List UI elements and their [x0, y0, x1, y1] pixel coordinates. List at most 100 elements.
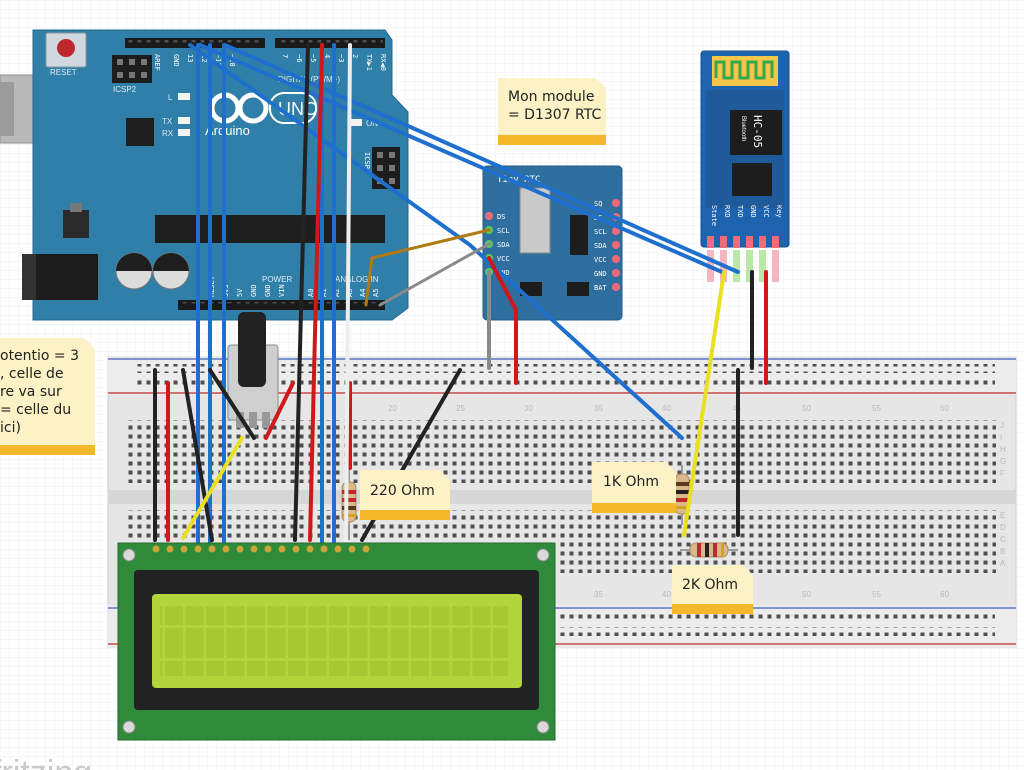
power-label: POWER — [262, 275, 292, 284]
pin-label-2: 2 — [351, 54, 359, 58]
row-letter: H — [1000, 445, 1006, 454]
pot-leg — [249, 412, 257, 428]
col-num: 55 — [872, 404, 881, 413]
rtc-pin-sda: SDA — [497, 241, 510, 249]
antenna-icon — [714, 60, 774, 80]
note-strip — [592, 503, 676, 513]
col-num: 40 — [662, 404, 671, 413]
wire-blue — [188, 43, 684, 440]
note-pot-line: = celle du — [0, 402, 71, 418]
col-num: 20 — [388, 404, 397, 413]
row-letter: J — [1000, 421, 1004, 430]
hc05-pin-state: State — [710, 205, 718, 226]
row-letter: G — [1000, 457, 1006, 466]
pin-label-a3: A3 — [346, 289, 354, 297]
rtc-rpin: BAT — [594, 284, 607, 292]
led-tx — [178, 117, 190, 124]
note-2k-ohm: 2K Ohm — [672, 565, 753, 614]
analog-header-holes — [305, 302, 383, 308]
digital-header-holes-right — [277, 40, 383, 46]
pot-leg — [262, 412, 270, 428]
wire-yellow — [682, 270, 726, 537]
row-letter: A — [1000, 559, 1006, 568]
pin-label-3: ~3 — [337, 54, 345, 62]
dc-jack-edge — [22, 254, 36, 300]
reset-label: RESET — [50, 68, 77, 77]
hc05-pin-vcc: VCC — [762, 205, 770, 218]
note-bg — [592, 462, 676, 505]
note-strip — [360, 510, 450, 520]
pin-label-a2: A2 — [333, 289, 341, 297]
regulator-tab — [70, 203, 82, 212]
hc05-subtitle: Bluetooth — [740, 116, 746, 141]
power-header-holes — [180, 302, 298, 308]
led-tx-label: TX — [162, 117, 173, 126]
rtc-pin-vcc: VCC — [497, 255, 510, 263]
pin-label-11: ~11 — [214, 54, 222, 67]
arduino-logo-text: Arduino — [205, 123, 250, 138]
lcd-mount-hole — [122, 548, 136, 562]
hc05-name: HC-05 — [751, 115, 764, 148]
led-on — [350, 119, 362, 126]
note-rtc-line1: Mon module — [508, 89, 594, 105]
wire-white — [344, 43, 352, 542]
note-pot-line: , celle de — [0, 366, 64, 382]
note-bg — [0, 338, 95, 448]
fritzing-watermark: fritzing — [0, 754, 92, 770]
rtc-pin-ds: DS — [497, 213, 505, 221]
rtc-crystal — [519, 187, 551, 254]
resistor-1k — [674, 465, 690, 525]
wire-red — [264, 381, 295, 440]
rtc-chip-1 — [520, 282, 542, 296]
digital-header-holes-left — [127, 40, 263, 46]
col-num: 50 — [802, 404, 811, 413]
lcd-mount-hole — [536, 720, 550, 734]
resistor-2k — [680, 542, 738, 558]
note-strip — [498, 135, 606, 145]
pot-knob[interactable] — [238, 312, 266, 387]
usb-chip — [126, 118, 154, 146]
row-letter: I — [1000, 433, 1002, 442]
pin-label-gnd2: GND — [264, 284, 272, 297]
potentiometer — [227, 312, 279, 428]
col-num: 50 — [802, 590, 811, 599]
wire-black — [181, 368, 214, 542]
pin-label-aref: AREF — [153, 54, 161, 71]
pin-label-a5: A5 — [372, 289, 380, 297]
pin-label-gnd: GND — [172, 54, 180, 67]
wire-blue — [223, 43, 740, 274]
note-1k-text: 1K Ohm — [603, 474, 659, 490]
row-letter: B — [1000, 547, 1005, 556]
wire-red — [308, 43, 324, 542]
col-num: 35 — [594, 590, 603, 599]
wire-red — [487, 256, 518, 385]
note-rtc-line2: = D1307 RTC — [508, 107, 601, 123]
wire-brown — [364, 228, 491, 307]
led-l-label: L — [168, 93, 173, 102]
wire-black — [208, 368, 256, 440]
breadboard-center-channel — [108, 490, 1016, 504]
lcd-character-cells — [160, 606, 508, 676]
note-bg — [360, 470, 450, 512]
pin-label-6: ~6 — [295, 54, 303, 62]
icsp-label: ICSP — [363, 152, 371, 169]
row-letter: E — [1000, 511, 1005, 520]
capacitor-1-top — [116, 253, 152, 271]
lcd-pins — [152, 545, 370, 553]
analog-label: ANALOG IN — [335, 275, 379, 284]
pin-label-gnd1: GND — [250, 284, 258, 297]
col-num: 40 — [662, 590, 671, 599]
reset-button-cap[interactable] — [57, 39, 75, 57]
rail-holes-1 — [135, 364, 995, 373]
wire-yellow — [181, 436, 244, 540]
uno-badge — [269, 92, 317, 124]
wire-blue — [198, 43, 724, 274]
terminal-holes-top — [126, 420, 996, 483]
note-1k-ohm: 1K Ohm — [592, 462, 676, 513]
rtc-rpin: GND — [594, 270, 607, 278]
col-num: 60 — [940, 404, 949, 413]
usb-connector-edge — [0, 82, 14, 136]
row-letter: D — [1000, 523, 1006, 532]
digital-label: DIGITAL (PWM~) — [278, 75, 340, 84]
